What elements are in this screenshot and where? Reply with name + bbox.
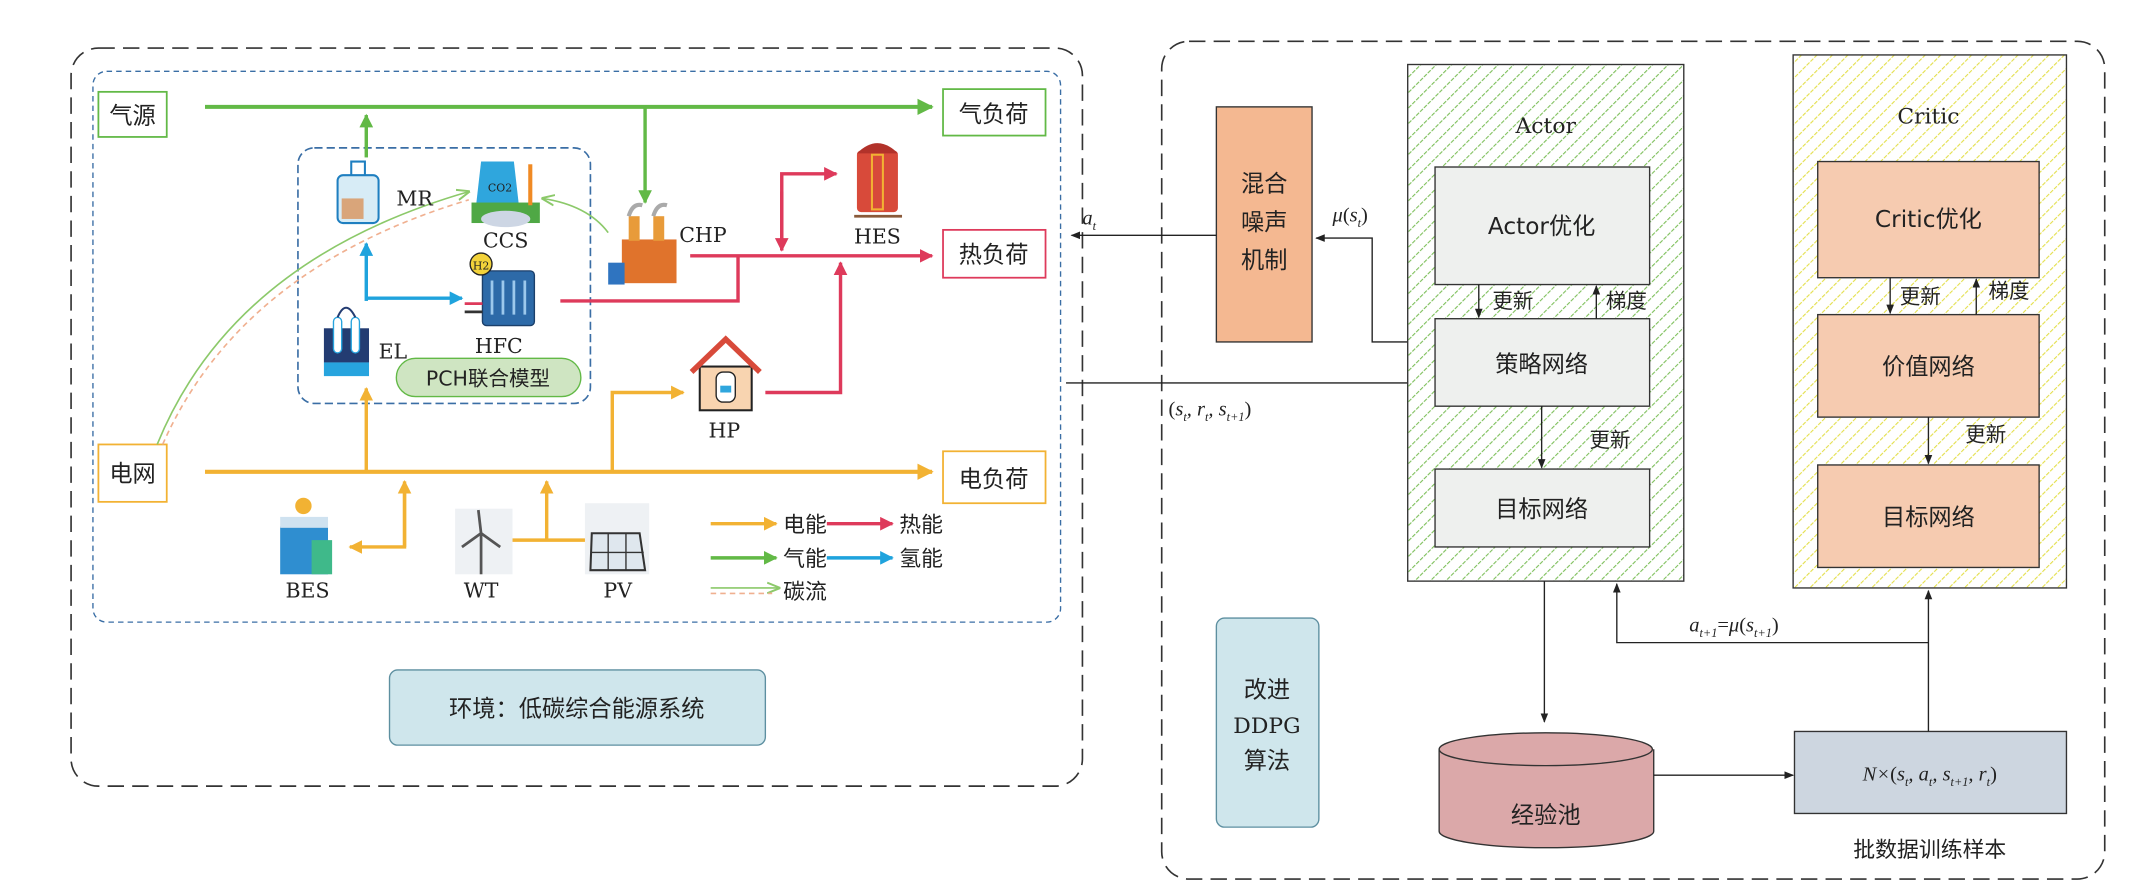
hp-label: HP: [709, 419, 741, 443]
pch-model-label: PCH联合模型: [426, 367, 550, 391]
wt-icon: [455, 508, 513, 575]
pv-label: PV: [603, 579, 633, 603]
pch-model-group: [297, 147, 592, 405]
improved-ddpg-line2: DDPG: [1233, 714, 1300, 739]
agent-panel: 混合 噪声 机制 at μ(st) (st, rt, st+1) Actor A…: [1066, 40, 2106, 880]
chp-icon: [608, 202, 677, 285]
hes-label: HES: [854, 225, 901, 249]
batch-sample-box: [1793, 730, 2068, 815]
legend-heat-label: 热能: [899, 513, 943, 538]
bes-icon: [280, 497, 333, 575]
policy-network-box: [1434, 318, 1651, 407]
critic-target-network-label: 目标网络: [1882, 504, 1975, 531]
grid-box: [97, 443, 168, 503]
elec-load-box: [942, 450, 1047, 505]
environment-caption: 环境：低碳综合能源系统: [449, 695, 704, 722]
critic-optimizer-label: Critic优化: [1875, 206, 1982, 233]
critic-update-label: 更新: [1900, 285, 1941, 309]
actor-target-update-label: 更新: [1589, 428, 1630, 452]
actor-optimizer-label: Actor优化: [1488, 213, 1596, 240]
value-network-label: 价值网络: [1882, 354, 1975, 381]
critic-optimizer-box: [1817, 160, 2040, 279]
agent-outer-border: [1160, 40, 2106, 880]
actor-title: Actor: [1515, 114, 1577, 139]
grid-label: 电网: [109, 460, 155, 487]
carbon-flow-chp-ccs: [543, 198, 609, 234]
policy-to-noise-arrow: [1315, 234, 1408, 343]
bes-label: BES: [285, 579, 329, 603]
action-label: at: [1082, 207, 1096, 232]
critic-target-update-label: 更新: [1965, 423, 2006, 447]
gas-source-label: 气源: [109, 102, 155, 129]
actor-optimizer-box: [1434, 166, 1651, 286]
hybrid-noise-box: [1215, 106, 1313, 343]
hes-icon: [854, 143, 903, 218]
gas-source-box: [97, 90, 168, 138]
replay-pool-label: 经验池: [1511, 802, 1581, 829]
el-label: EL: [379, 339, 408, 363]
heat-load-box: [942, 228, 1047, 279]
improved-ddpg-box: [1215, 617, 1320, 828]
policy-network-label: 策略网络: [1495, 351, 1588, 378]
batch-sample-label: N×(st, at, st+1, rt): [1862, 764, 1997, 789]
next-action-label: at+1=μ(st+1): [1689, 615, 1779, 640]
svg-text:H2: H2: [473, 260, 489, 273]
hybrid-noise-line2: 噪声: [1241, 209, 1287, 236]
actor-update-label: 更新: [1492, 289, 1533, 313]
environment-panel: 气源 气负荷 热负荷 电网 电负荷 PCH联合模型: [70, 47, 1084, 787]
carbon-flow-grid-ccs: [156, 192, 469, 445]
hp-heat-line: [765, 261, 848, 395]
el-icon: [323, 306, 370, 377]
critic-gradient-label: 梯度: [1989, 279, 2030, 303]
critic-target-network-box: [1817, 464, 2040, 569]
mr-label: MR: [396, 186, 433, 210]
chp-label: CHP: [679, 223, 727, 247]
batch-to-actor-arrow: [1612, 582, 1929, 644]
hes-charge-line: [780, 167, 838, 251]
wt-label: WT: [464, 579, 499, 603]
hfc-heat-line: [560, 255, 740, 303]
environment-caption-box: [388, 669, 767, 746]
hfc-label: HFC: [475, 334, 523, 358]
svg-text:CO2: CO2: [488, 182, 512, 195]
grid-to-bes-line: [348, 492, 407, 554]
improved-ddpg-line1: 改进: [1244, 676, 1290, 703]
environment-inner-border: [92, 70, 1062, 623]
elec-load-label: 电负荷: [959, 466, 1029, 493]
mr-icon: [336, 160, 380, 225]
hybrid-noise-line3: 机制: [1241, 247, 1287, 274]
elec-to-hp-line: [610, 385, 685, 472]
actor-target-network-label: 目标网络: [1495, 496, 1588, 523]
state-transition-label: (st, rt, st+1): [1169, 399, 1252, 424]
legend: 电能 热能 气能 氢能 碳流: [710, 513, 943, 605]
legend-hydrogen-label: 氢能: [899, 547, 943, 572]
hybrid-noise-line1: 混合: [1241, 171, 1287, 198]
carbon-flow-grid-ccs-dashed: [161, 199, 470, 445]
replay-pool: [1438, 732, 1655, 849]
environment-outer-border: [70, 47, 1084, 787]
legend-gas-label: 气能: [783, 547, 827, 572]
actor-target-network-box: [1434, 468, 1651, 548]
gas-load-label: 气负荷: [959, 101, 1029, 128]
gas-load-box: [942, 88, 1047, 137]
ccs-label: CCS: [483, 229, 528, 253]
heat-load-label: 热负荷: [959, 242, 1029, 269]
hfc-icon: H2: [464, 252, 536, 327]
improved-ddpg-line3: 算法: [1244, 747, 1290, 774]
ccs-icon: CO2: [471, 161, 540, 228]
legend-carbon-label: 碳流: [783, 580, 827, 605]
value-network-box: [1817, 313, 2040, 418]
pv-icon: [584, 503, 650, 575]
legend-electric-label: 电能: [783, 513, 827, 538]
batch-caption: 批数据训练样本: [1853, 838, 2006, 863]
actor-gradient-label: 梯度: [1606, 289, 1647, 313]
policy-output-label: μ(st): [1332, 205, 1368, 230]
pch-model-pill: [395, 357, 582, 398]
hp-icon: [689, 335, 762, 412]
critic-title: Critic: [1897, 104, 1959, 129]
